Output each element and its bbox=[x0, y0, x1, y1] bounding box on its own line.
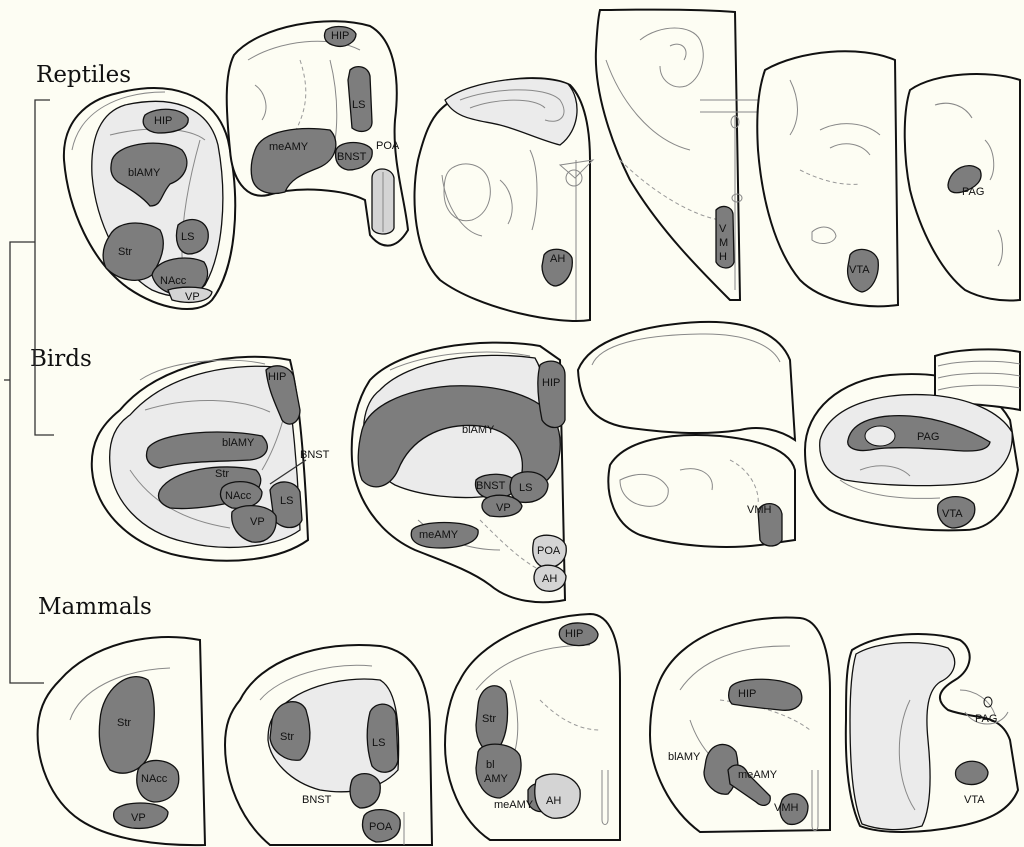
mammal-section-2: Str LS BNST POA bbox=[225, 645, 432, 845]
label-pag: PAG bbox=[962, 186, 984, 198]
phylogeny-tree bbox=[4, 100, 54, 683]
label-ah: AH bbox=[546, 795, 561, 807]
label-blamy: blAMY bbox=[668, 751, 701, 763]
label-hip: HIP bbox=[542, 377, 560, 389]
label-ah: AH bbox=[542, 573, 557, 585]
label-vta: VTA bbox=[849, 264, 870, 276]
label-hip: HIP bbox=[565, 628, 583, 640]
label-blamy: blAMY bbox=[128, 167, 161, 179]
reptile-section-1: HIP blAMY Str LS NAcc VP bbox=[64, 88, 235, 309]
label-ah: AH bbox=[550, 253, 565, 265]
label-bnst: BNST bbox=[302, 794, 332, 806]
label-vp: VP bbox=[496, 502, 511, 514]
label-vp: VP bbox=[131, 812, 146, 824]
label-hip: HIP bbox=[154, 115, 172, 127]
label-bl-amy-bl: bl bbox=[486, 759, 495, 771]
label-hip: HIP bbox=[738, 688, 756, 700]
label-ls: LS bbox=[181, 231, 194, 243]
label-str: Str bbox=[117, 717, 131, 729]
label-meamy: meAMY bbox=[738, 769, 778, 781]
label-str: Str bbox=[280, 731, 294, 743]
label-nacc: NAcc bbox=[141, 773, 168, 785]
label-bnst: BNST bbox=[300, 449, 330, 461]
label-vmh-v: V bbox=[719, 223, 727, 235]
mammal-section-5: PAG VTA bbox=[846, 634, 1018, 832]
label-poa: POA bbox=[376, 140, 400, 152]
label-hip: HIP bbox=[331, 30, 349, 42]
label-vp: VP bbox=[250, 516, 265, 528]
label-nacc: NAcc bbox=[225, 490, 252, 502]
label-vmh-m: M bbox=[719, 237, 728, 249]
bird-section-4: PAG VTA bbox=[805, 349, 1020, 530]
label-str: Str bbox=[215, 468, 229, 480]
label-poa: POA bbox=[369, 821, 393, 833]
bird-section-1: HIP blAMY Str NAcc LS VP BNST bbox=[92, 357, 330, 561]
reptile-section-4: V M H bbox=[596, 10, 770, 301]
label-bnst: BNST bbox=[337, 151, 367, 163]
label-bnst: BNST bbox=[476, 480, 506, 492]
label-pag: PAG bbox=[917, 431, 939, 443]
label-poa: POA bbox=[537, 545, 561, 557]
label-vmh: VMH bbox=[747, 504, 772, 516]
reptile-section-3: AH bbox=[414, 78, 593, 321]
label-str: Str bbox=[482, 713, 496, 725]
mammal-section-1: Str NAcc VP bbox=[38, 637, 205, 845]
label-meamy: meAMY bbox=[269, 141, 309, 153]
label-vmh-h: H bbox=[719, 251, 727, 263]
label-blamy: blAMY bbox=[222, 437, 255, 449]
bird-section-2: blAMY HIP BNST LS VP meAMY POA AH bbox=[352, 343, 567, 603]
mammal-section-4: HIP blAMY meAMY VMH bbox=[650, 618, 830, 832]
label-blamy: blAMY bbox=[462, 424, 495, 436]
reptile-section-6: PAG bbox=[905, 74, 1020, 300]
label-meamy: meAMY bbox=[494, 799, 534, 811]
label-bl-amy-amy: AMY bbox=[484, 773, 509, 785]
label-vmh: VMH bbox=[774, 802, 799, 814]
label-vp: VP bbox=[185, 291, 200, 303]
label-ls: LS bbox=[280, 495, 293, 507]
reptile-section-2: HIP LS meAMY BNST POA bbox=[227, 21, 408, 245]
label-vta: VTA bbox=[942, 508, 963, 520]
label-nacc: NAcc bbox=[160, 275, 187, 287]
label-vta: VTA bbox=[964, 794, 985, 806]
label-pag: PAG bbox=[975, 713, 997, 725]
label-ls: LS bbox=[372, 737, 385, 749]
label-str: Str bbox=[118, 246, 132, 258]
reptile-section-5: VTA bbox=[757, 51, 898, 306]
mammal-section-3: HIP Str bl AMY meAMY AH bbox=[445, 614, 620, 840]
label-meamy: meAMY bbox=[419, 529, 459, 541]
label-ls: LS bbox=[352, 99, 365, 111]
label-hip: HIP bbox=[268, 371, 286, 383]
bird-section-3: VMH bbox=[578, 322, 795, 547]
label-ls: LS bbox=[519, 482, 532, 494]
